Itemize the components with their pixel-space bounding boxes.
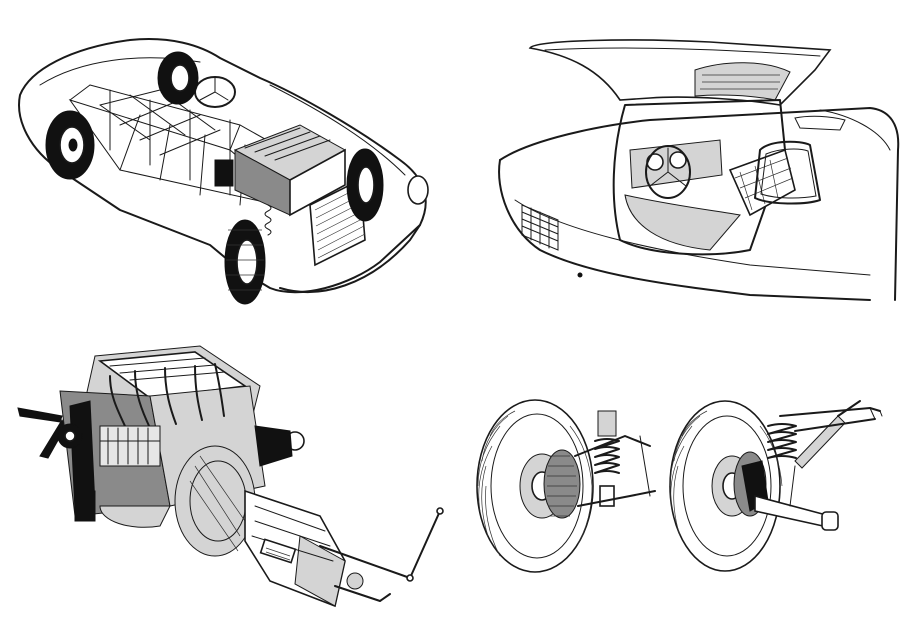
- steering-wheel: [645, 145, 691, 199]
- engine-block: [214, 124, 347, 217]
- interior-floor: [624, 194, 741, 251]
- chassis-cutaway-illustration: [0, 0, 450, 316]
- engine-gearbox-illustration: [0, 316, 450, 632]
- output-shaft: [334, 585, 391, 602]
- upper-wishbone: [574, 435, 651, 457]
- injection-pump: [99, 425, 161, 467]
- front-brake-drum: [543, 449, 581, 519]
- clutch-bell-housing: [174, 445, 256, 557]
- lower-wishbone: [577, 490, 656, 507]
- front-coil-spring: [264, 204, 272, 236]
- car-body-side: [499, 107, 900, 301]
- gullwing-door-illustration: [450, 0, 900, 316]
- injection-pipes: [109, 363, 225, 429]
- door-opening: [612, 99, 786, 256]
- car-body-outline: [18, 38, 427, 294]
- gearbox: [244, 489, 346, 608]
- gullwing-door: [528, 39, 832, 106]
- side-window: [754, 140, 821, 205]
- rear-left-wheel: [45, 110, 95, 180]
- suspension-illustration: [450, 316, 900, 632]
- front-bumper: [279, 224, 421, 293]
- oil-filter: [74, 490, 96, 522]
- front-right-wheel: [346, 148, 384, 222]
- rear-coil-spring: [767, 423, 797, 459]
- side-vent-grille: [521, 204, 559, 251]
- rear-right-wheel: [157, 51, 199, 105]
- front-wheel-tire: [476, 399, 594, 573]
- axle-tube: [779, 407, 881, 417]
- front-left-wheel: [224, 219, 266, 305]
- front-coil-spring: [594, 410, 620, 507]
